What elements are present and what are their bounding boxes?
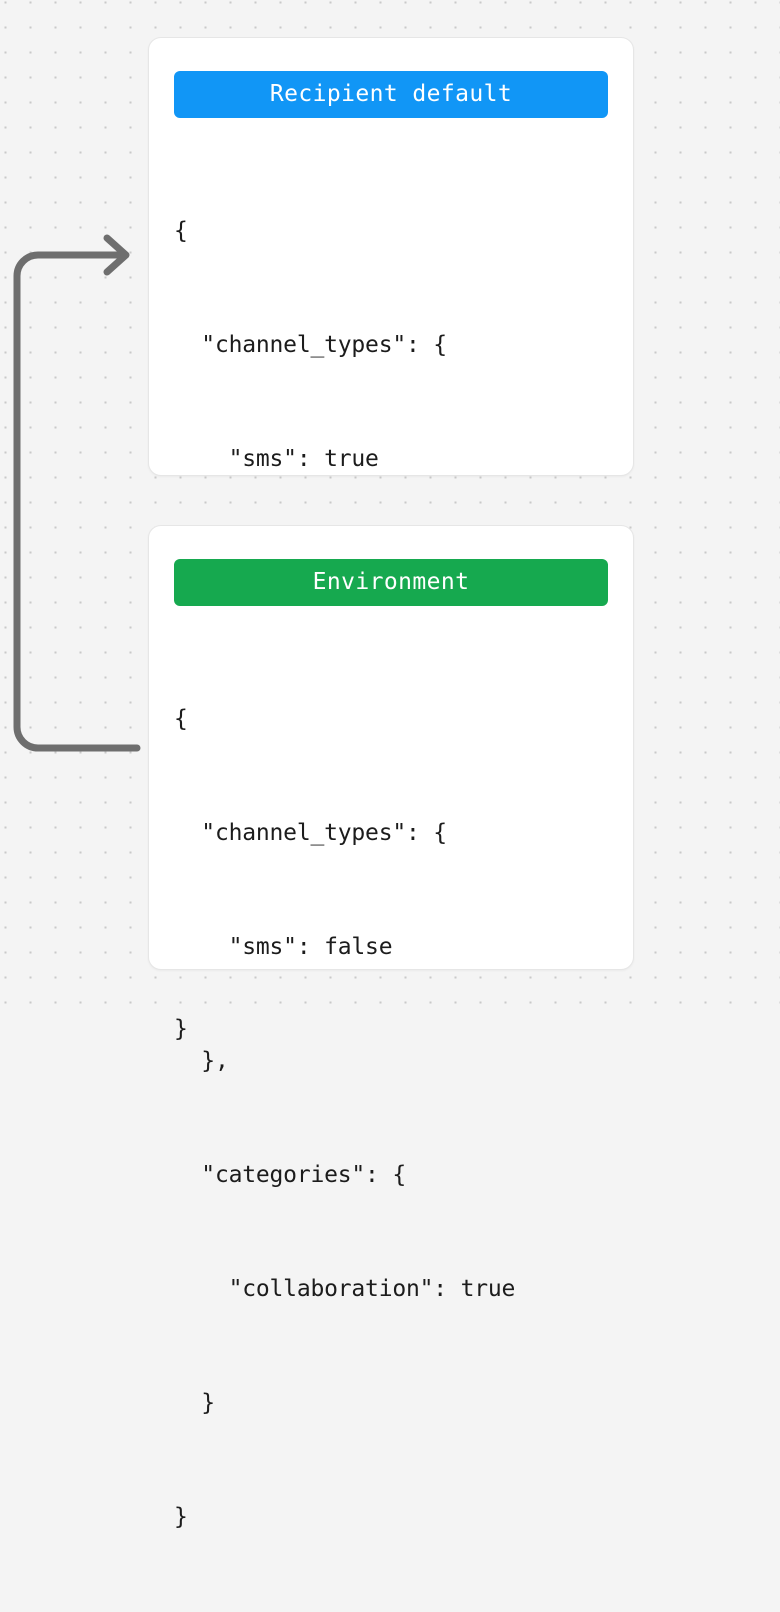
code-line: }, [174,1048,229,1074]
card-header-environment: Environment [174,559,608,606]
code-line: "collaboration": true [174,1276,516,1302]
code-line: } [174,1390,215,1416]
code-line: "sms": true [174,446,379,472]
code-line: } [174,1504,188,1530]
code-line: "categories": { [174,1162,407,1188]
card-environment: Environment { "channel_types": { "sms": … [148,525,634,1530]
card-header-label: Recipient default [269,81,513,107]
card-header-label: Environment [312,569,470,595]
code-line: { [174,706,188,732]
code-line: { [174,218,188,244]
code-line: "channel_types": { [174,820,447,846]
card-header-recipient-default: Recipient default [174,71,608,118]
json-preference-body-environment: { "channel_types": { "sms": false }, "ca… [149,624,633,1612]
code-line: "sms": false [174,934,393,960]
code-line: "channel_types": { [174,332,447,358]
card-recipient-default: Recipient default { "channel_types": { "… [148,37,634,1042]
